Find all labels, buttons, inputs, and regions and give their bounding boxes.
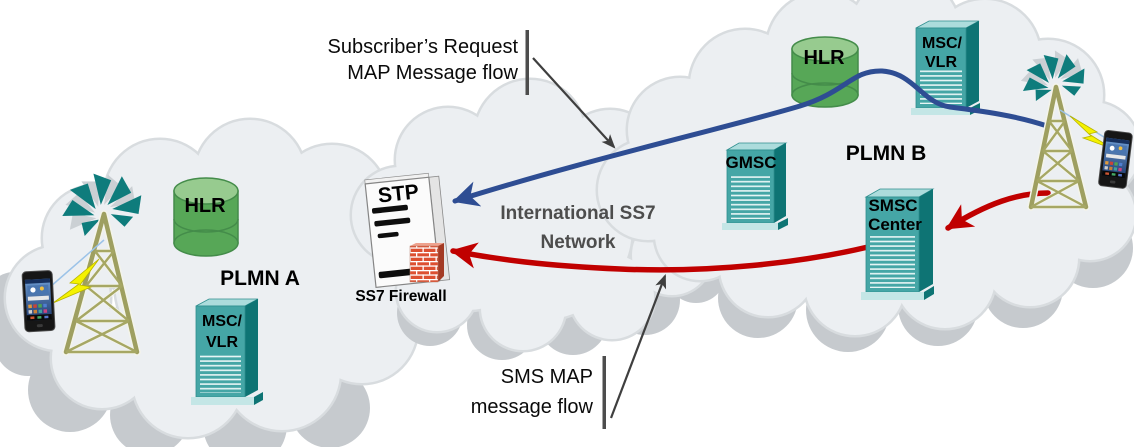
hlr-a-database: HLR — [173, 177, 239, 257]
mobile-phone-a-icon — [21, 269, 56, 333]
cell-tower-b — [1020, 50, 1090, 211]
label-bar-bottom — [602, 356, 606, 429]
msc-vlr-b-label-2: VLR — [925, 54, 957, 71]
sms-flow-arrow-segment-2 — [450, 242, 871, 273]
msc-vlr-a-label-2: VLR — [206, 334, 238, 351]
smsc-label-1: SMSC — [868, 196, 917, 215]
stp-server: STP SS7 Firewall — [355, 172, 451, 305]
stp-label: STP — [377, 180, 420, 207]
smsc-label-2: Center — [868, 215, 922, 234]
smsc-server: SMSC Center — [861, 188, 935, 300]
subscriber-flow-arrow — [452, 68, 1050, 207]
subscriber-flow-annotation: Subscriber’s Request MAP Message flow — [328, 30, 616, 149]
sms-flow-arrow-segment-1 — [945, 190, 1051, 231]
gmsc-label: GMSC — [726, 153, 777, 172]
plmn-b-label: PLMN B — [846, 142, 927, 165]
sms-flow-label-2: message flow — [471, 396, 594, 418]
msc-vlr-a-server: MSC/ VLR — [191, 298, 263, 405]
gmsc-server: GMSC — [722, 142, 788, 230]
annotation-arrow-bottom — [609, 273, 667, 419]
annotation-arrow-top — [532, 57, 616, 149]
subscriber-flow-label-1: Subscriber’s Request — [328, 36, 519, 58]
ss7-firewall-label: SS7 Firewall — [355, 288, 446, 305]
msc-vlr-b-label-1: MSC/ — [922, 35, 963, 52]
label-bar-top — [525, 30, 529, 95]
international-ss7-label-2: Network — [541, 232, 616, 253]
hlr-b-label: HLR — [803, 47, 845, 69]
subscriber-flow-label-2: MAP Message flow — [347, 62, 518, 84]
cell-tower-a — [62, 173, 145, 356]
sms-flow-annotation: SMS MAP message flow — [471, 273, 667, 429]
sms-flow-label-1: SMS MAP — [501, 366, 593, 388]
firewall-brick-icon — [409, 243, 444, 283]
hlr-a-label: HLR — [184, 195, 226, 217]
international-ss7-label-1: International SS7 — [500, 203, 655, 224]
msc-vlr-b-server: MSC/ VLR — [911, 20, 980, 115]
radio-link-a — [49, 239, 105, 288]
plmn-a-label: PLMN A — [220, 267, 300, 290]
msc-vlr-a-label-1: MSC/ — [202, 313, 243, 330]
